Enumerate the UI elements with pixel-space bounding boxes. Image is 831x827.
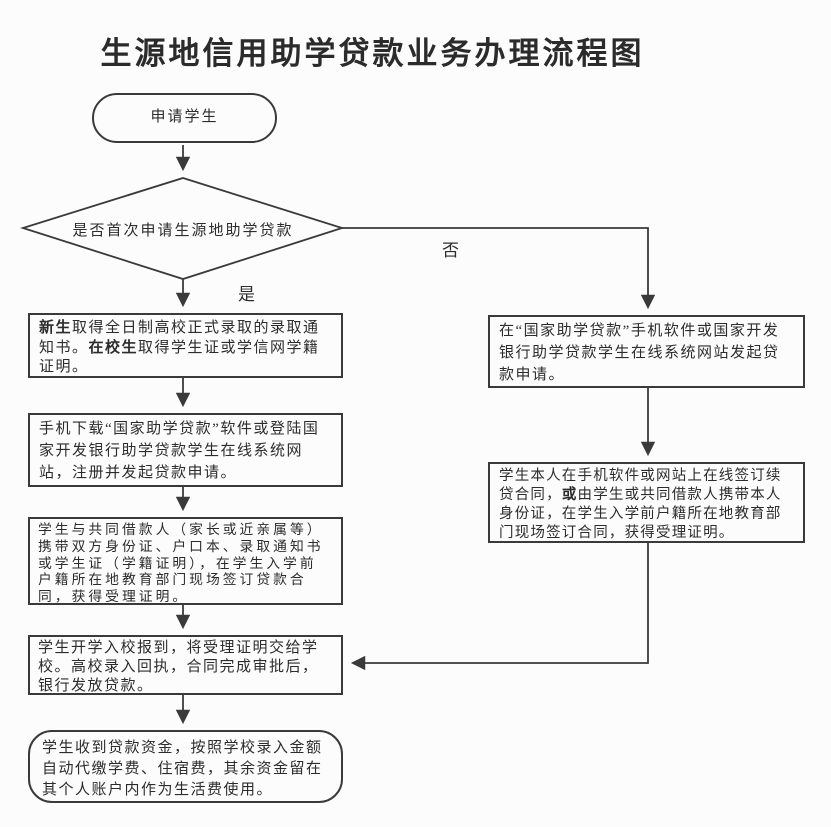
decision-label: 是否首次申请生源地助学贷款 xyxy=(72,223,294,239)
left-step-1-bold-newstudent: 新生 xyxy=(39,320,73,336)
right-step-2: 学生本人在手机软件或网站上在线签订续贷合同，或由学生或共同借款人携带本人身份证，… xyxy=(488,462,805,543)
edge-rightstep2-step4 xyxy=(350,543,649,671)
left-step-1-bold-enrolled: 在校生 xyxy=(88,339,139,356)
start-node-label: 申请学生 xyxy=(150,109,219,126)
left-step-3: 学生与共同借款人（家长或近亲属等）携带双方身份证、户口本、录取通知书或学生证（学… xyxy=(28,517,343,605)
no-label: 否 xyxy=(442,241,459,260)
left-step-2: 手机下载“国家助学贷款”软件或登陆国家开发银行助学贷款学生在线系统网站，注册并发… xyxy=(28,413,343,487)
left-step-1-text-a: 取得全日制高校正式录取的录取通知书。 xyxy=(39,320,320,356)
left-step-4: 学生开学入校报到，将受理证明交给学校。高校录入回执，合同完成审批后，银行发放贷款… xyxy=(28,635,343,695)
right-step-2-text-b: 由学生或共同借款人携带本人身份证，在学生入学前户籍所在地教育部门现场签订合同，获… xyxy=(499,486,782,541)
end-node: 学生收到贷款资金，按照学校录入金额自动代缴学费、住宿费，其余资金留在其个人账户内… xyxy=(28,730,343,803)
yes-label: 是 xyxy=(238,285,255,304)
right-step-1: 在“国家助学贷款”手机软件或国家开发银行助学贷款学生在线系统网站发起贷款申请。 xyxy=(488,315,805,388)
left-step-1-text-b: 取得学生证或学信网学籍证明。 xyxy=(39,339,320,376)
start-node: 申请学生 xyxy=(92,93,277,143)
edge-decision-no xyxy=(342,227,656,310)
page-title: 生源地信用助学贷款业务办理流程图 xyxy=(100,36,645,71)
right-step-2-text-a: 学生本人在手机软件或网站上在线签订续贷合同， xyxy=(499,468,782,503)
right-step-2-bold-or: 或 xyxy=(561,486,578,503)
left-step-1: 新生取得全日制高校正式录取的录取通知书。在校生取得学生证或学信网学籍证明。 xyxy=(28,313,343,378)
